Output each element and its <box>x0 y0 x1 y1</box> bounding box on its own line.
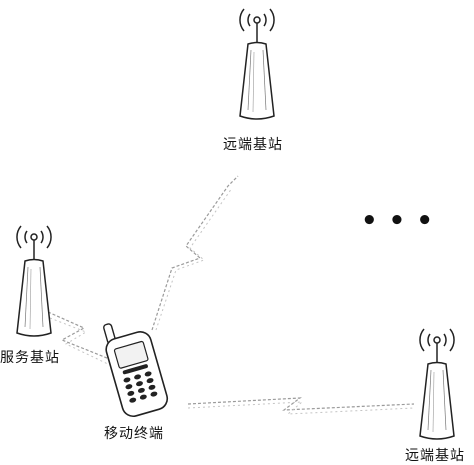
serving-base-station-icon <box>16 225 52 337</box>
remote-base-station-right-label: 远端基站 <box>405 448 465 464</box>
link-terminal-remote-right <box>187 397 415 411</box>
mobile-phone-icon <box>103 323 169 418</box>
link-terminal-remote-top <box>151 175 239 331</box>
serving-base-station-label: 服务基站 <box>0 350 60 366</box>
more-stations-ellipsis: • • • <box>361 206 434 236</box>
remote-base-station-top-icon <box>239 8 275 120</box>
mobile-terminal-label: 移动终端 <box>104 426 164 442</box>
remote-base-station-right-icon <box>419 328 455 440</box>
remote-base-station-top-label: 远端基站 <box>223 137 283 153</box>
link-serving-terminal <box>47 311 113 361</box>
